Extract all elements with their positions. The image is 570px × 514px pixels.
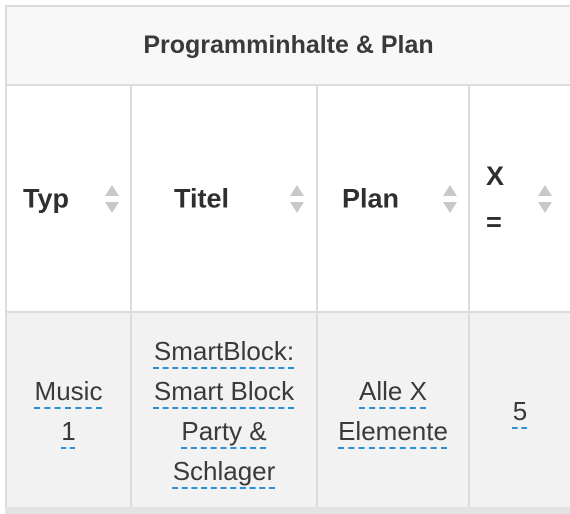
sort-up-down-icon[interactable] bbox=[288, 183, 306, 215]
table-bottom-border bbox=[5, 507, 570, 514]
table-cell-plan: Alle X Elemente bbox=[316, 313, 468, 509]
column-header-label: Plan bbox=[342, 183, 400, 213]
titel-value[interactable]: SmartBlock: Smart Block Party & Schlager bbox=[153, 336, 295, 486]
typ-value[interactable]: Music 1 bbox=[34, 376, 103, 446]
column-header-label: Typ bbox=[23, 183, 69, 213]
column-header-typ[interactable]: Typ bbox=[5, 86, 130, 313]
column-header-titel[interactable]: Titel bbox=[130, 86, 316, 313]
column-header-x[interactable]: X = bbox=[468, 86, 570, 313]
table-cell-x: 5 bbox=[468, 313, 570, 509]
sort-up-down-icon[interactable] bbox=[103, 183, 121, 215]
sort-up-down-icon[interactable] bbox=[536, 183, 554, 215]
sort-up-down-icon[interactable] bbox=[441, 183, 459, 215]
column-header-plan[interactable]: Plan bbox=[316, 86, 468, 313]
column-header-label: Titel bbox=[174, 183, 230, 213]
table-caption-text: Programminhalte & Plan bbox=[143, 31, 434, 59]
plan-value[interactable]: Alle X Elemente bbox=[338, 376, 448, 446]
table-caption: Programminhalte & Plan bbox=[5, 5, 570, 86]
column-header-label: X = bbox=[486, 160, 505, 237]
table-cell-titel: SmartBlock: Smart Block Party & Schlager bbox=[130, 313, 316, 509]
x-value[interactable]: 5 bbox=[512, 396, 528, 426]
table-cell-typ: Music 1 bbox=[5, 313, 130, 509]
